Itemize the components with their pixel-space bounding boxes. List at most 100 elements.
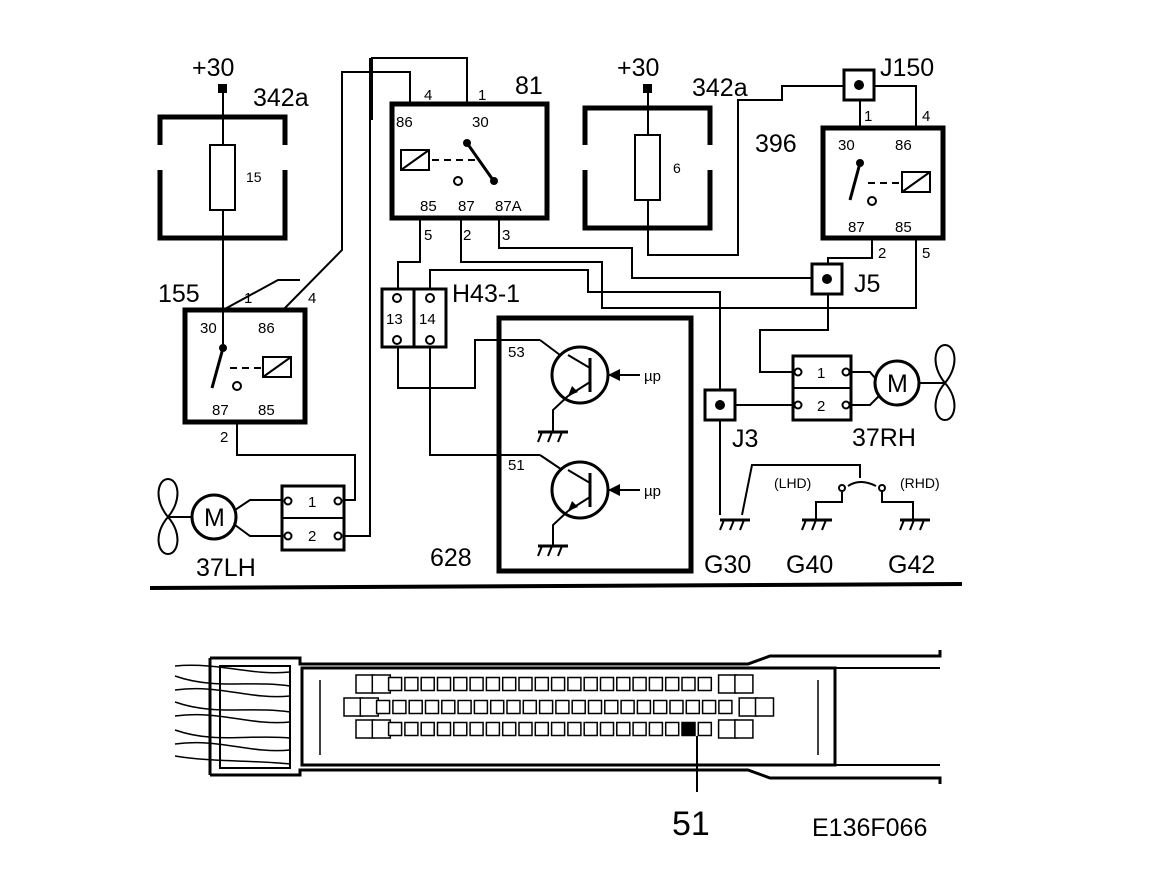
connector-pin (355, 674, 375, 694)
connector-pin (436, 676, 452, 692)
connector-pin (664, 721, 680, 737)
connector-pin (392, 699, 407, 715)
connector-pin (375, 699, 391, 715)
splice-j5-label: J5 (854, 270, 880, 298)
connector-pin-grid (343, 674, 775, 739)
connector-pin (571, 699, 586, 715)
relay-396-wire-2: 2 (878, 245, 886, 262)
connector-pin (718, 699, 733, 715)
relay-396: 396 30 86 87 85 1 4 2 5 (755, 108, 946, 262)
connector-pin (550, 676, 566, 692)
relay-81-pin-86: 86 (396, 114, 413, 131)
connector-pin (717, 719, 738, 739)
relay-155-pin-87: 87 (212, 402, 229, 419)
connector-pin (404, 721, 419, 737)
relay-81-pin-85: 85 (420, 198, 437, 215)
connector-pin (469, 676, 484, 692)
connector-pin (701, 699, 717, 715)
connector-pin (555, 699, 570, 715)
ecu-pin-53: 53 (508, 344, 525, 361)
connector-pin (567, 676, 582, 692)
left-fuse-box-label: 342a (253, 84, 309, 112)
fan-left-pin-2: 2 (308, 528, 316, 545)
relay-396-pin-87: 87 (848, 219, 865, 236)
right-fuse-number: 6 (673, 160, 681, 176)
relay-81-label: 81 (515, 72, 543, 100)
splice-j150: J150 (842, 54, 934, 102)
connector-pin (489, 699, 505, 715)
connector-pin (717, 674, 738, 694)
connector-pin (604, 699, 619, 715)
connector-pin (636, 699, 652, 715)
connector-pin (522, 699, 538, 715)
connector-pin (534, 721, 550, 737)
connector-pin (648, 721, 664, 737)
connector-pin (424, 699, 440, 715)
connector-pin (583, 676, 598, 692)
connector-pin (685, 699, 701, 715)
right-fuse-box-label: 342a (692, 74, 748, 102)
relay-396-label: 396 (755, 130, 797, 158)
fuse-box-left: +30 342a 15 (157, 54, 309, 241)
connector-pin-51 (681, 721, 696, 737)
ecu-label: 628 (430, 544, 472, 572)
splice-j3: J3 (703, 388, 758, 453)
connector-pin (632, 676, 647, 692)
connector-pin (620, 699, 635, 715)
lhd-label: (LHD) (774, 475, 811, 491)
connector-pin (404, 676, 419, 692)
ecu-628: 53 51 µp µp 628 (430, 315, 694, 574)
connector-pin (697, 721, 713, 737)
connector-pin (457, 699, 472, 715)
wires (222, 57, 917, 537)
splice-j3-label: J3 (732, 425, 758, 453)
connector-pin (408, 699, 423, 715)
fan-right-pin-2: 2 (817, 398, 825, 415)
relay-81-wire-4: 4 (424, 87, 432, 104)
left-fuse-number: 15 (246, 169, 262, 185)
grounds: (LHD) (RHD) G30 G40 G42 (704, 475, 940, 579)
fan-left-label: 37LH (196, 554, 256, 582)
ecu-signal-a: µp (644, 368, 661, 385)
splice-j5: J5 (810, 262, 880, 298)
connector-pin (664, 676, 680, 692)
relay-81-wire-5: 5 (424, 227, 432, 244)
fan-left-pin-1: 1 (308, 494, 316, 511)
ground-g40-label: G40 (786, 551, 833, 579)
connector-pin (734, 674, 754, 694)
relay-155-wire-2: 2 (220, 429, 228, 446)
ecu-signal-b: µp (644, 483, 661, 500)
connector-pin (420, 721, 435, 737)
ground-g42-label: G42 (888, 551, 935, 579)
relay-155-pin-85: 85 (258, 402, 275, 419)
connector-pin (518, 721, 533, 737)
connector-pin (371, 674, 392, 694)
connector-pin (355, 719, 375, 739)
fan-left: 1 2 M 37LH (157, 477, 346, 582)
fan-right-blade-icon (934, 343, 956, 422)
ground-g30-label: G30 (704, 551, 751, 579)
connector-pin (534, 676, 550, 692)
connector-pin (518, 676, 533, 692)
connector-pin (754, 697, 775, 717)
right-feed-label: +30 (617, 54, 659, 82)
connector-pin (453, 721, 468, 737)
relay-155-pin-30: 30 (200, 320, 217, 337)
relay-155: 155 30 86 87 85 1 4 2 (158, 280, 316, 446)
fan-right: 1 2 M 37RH (791, 343, 956, 452)
connector-pin (738, 697, 758, 717)
relay-396-wire-5: 5 (922, 245, 930, 262)
relay-155-pin-86: 86 (258, 320, 275, 337)
h43-pin-14: 14 (419, 311, 436, 328)
h43-label: H43-1 (452, 280, 520, 308)
relay-81-pin-87: 87 (458, 198, 475, 215)
connector-pin (734, 719, 754, 739)
fan-right-motor: M (887, 370, 908, 398)
fuse-box-right: +30 342a 6 (582, 54, 748, 231)
relay-81-wire-1: 1 (478, 87, 486, 104)
relay-155-label: 155 (158, 280, 200, 308)
connector-pin (501, 721, 517, 737)
connector-pin (441, 699, 456, 715)
